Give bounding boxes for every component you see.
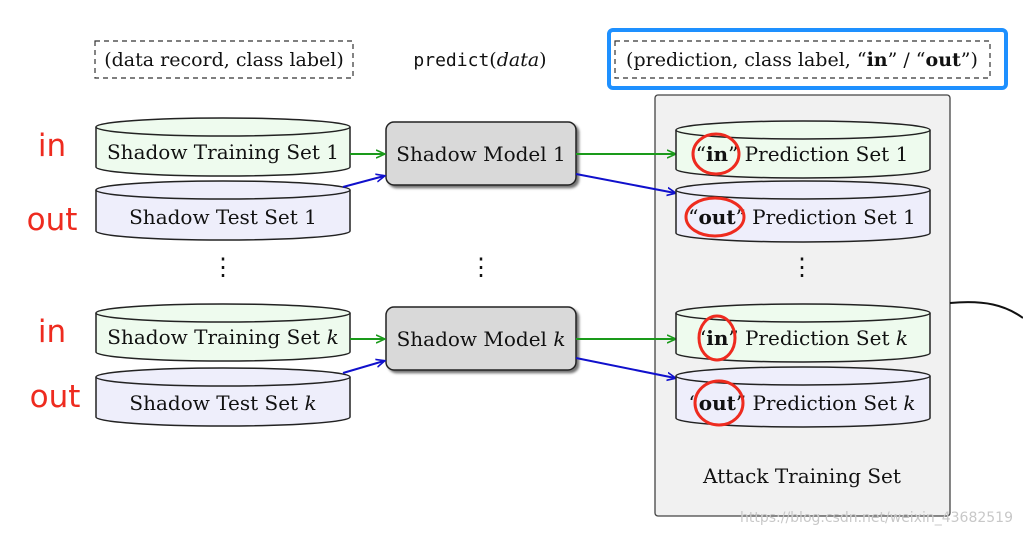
shadow-model-1: Shadow Model 1 bbox=[385, 121, 577, 186]
shadow-test-set-1: Shadow Test Set 1 bbox=[95, 180, 351, 241]
shadow-test-set-1-label: Shadow Test Set 1 bbox=[129, 205, 317, 229]
watermark: https://blog.csdn.net/weixin_43682519 bbox=[740, 510, 1013, 526]
predict-open-paren: ( bbox=[489, 49, 496, 71]
shadow-training-set-1: Shadow Training Set 1 bbox=[95, 117, 351, 177]
out-prediction-set-1: “out” Prediction Set 1 bbox=[675, 180, 931, 243]
shadow-training-set-1-label: Shadow Training Set 1 bbox=[107, 140, 339, 164]
in-prediction-set-k-label: “in” Prediction Set k bbox=[696, 326, 908, 350]
shadow-model-k: Shadow Model k bbox=[385, 306, 577, 371]
arrow-test1-to-model1 bbox=[342, 176, 384, 188]
shadow-test-set-k-label: Shadow Test Set k bbox=[129, 391, 316, 415]
shadow-test-set-k: Shadow Test Set k bbox=[95, 367, 351, 427]
predict-fn-name: predict bbox=[413, 50, 489, 71]
side-label-in-1: in bbox=[38, 128, 66, 164]
arrow-model1-to-out-pred1 bbox=[575, 173, 675, 193]
arrow-testk-to-modelk bbox=[342, 361, 384, 374]
highlight-circle-in-k bbox=[697, 314, 737, 362]
left-vertical-ellipsis: ⋮ bbox=[211, 253, 235, 281]
arrow-modelk-to-out-predk bbox=[575, 357, 675, 378]
shadow-training-set-k-label: Shadow Training Set k bbox=[107, 325, 338, 349]
predict-close-paren: ) bbox=[539, 49, 546, 71]
output-record-highlight bbox=[607, 28, 1008, 90]
highlight-circle-in-1 bbox=[691, 132, 741, 176]
in-prediction-set-1-label: “in” Prediction Set 1 bbox=[696, 142, 909, 166]
legend-row: (data record, class label) predict(data)… bbox=[94, 28, 1008, 90]
output-record-label: (prediction, class label, “in” / “out”) bbox=[626, 49, 978, 71]
attack-training-set-label: Attack Training Set bbox=[702, 464, 901, 488]
shadow-model-1-label: Shadow Model 1 bbox=[396, 142, 565, 166]
shadow-model-k-label: Shadow Model k bbox=[397, 327, 566, 351]
out-prediction-set-k-label: “out” Prediction Set k bbox=[689, 391, 916, 415]
highlight-circle-out-k bbox=[693, 379, 745, 427]
predict-function-label: predict(data) bbox=[413, 49, 546, 71]
output-record-box bbox=[614, 40, 991, 79]
in-prediction-set-k: “in” Prediction Set k bbox=[675, 303, 931, 363]
middle-vertical-ellipsis: ⋮ bbox=[469, 253, 493, 281]
attack-output-curve bbox=[949, 301, 1023, 319]
out-prediction-set-k: “out” Prediction Set k bbox=[675, 366, 931, 428]
predict-arg: data bbox=[497, 49, 539, 71]
right-vertical-ellipsis: ⋮ bbox=[790, 253, 814, 281]
highlight-circle-out-1 bbox=[684, 196, 746, 238]
side-label-in-k: in bbox=[38, 314, 66, 350]
input-record-box bbox=[94, 40, 354, 79]
out-prediction-set-1-label: “out” Prediction Set 1 bbox=[688, 205, 916, 229]
side-label-out-1: out bbox=[27, 202, 78, 238]
side-label-out-k: out bbox=[30, 379, 81, 415]
input-record-label: (data record, class label) bbox=[104, 49, 344, 71]
in-prediction-set-1: “in” Prediction Set 1 bbox=[675, 120, 931, 179]
shadow-training-set-k: Shadow Training Set k bbox=[95, 303, 351, 362]
